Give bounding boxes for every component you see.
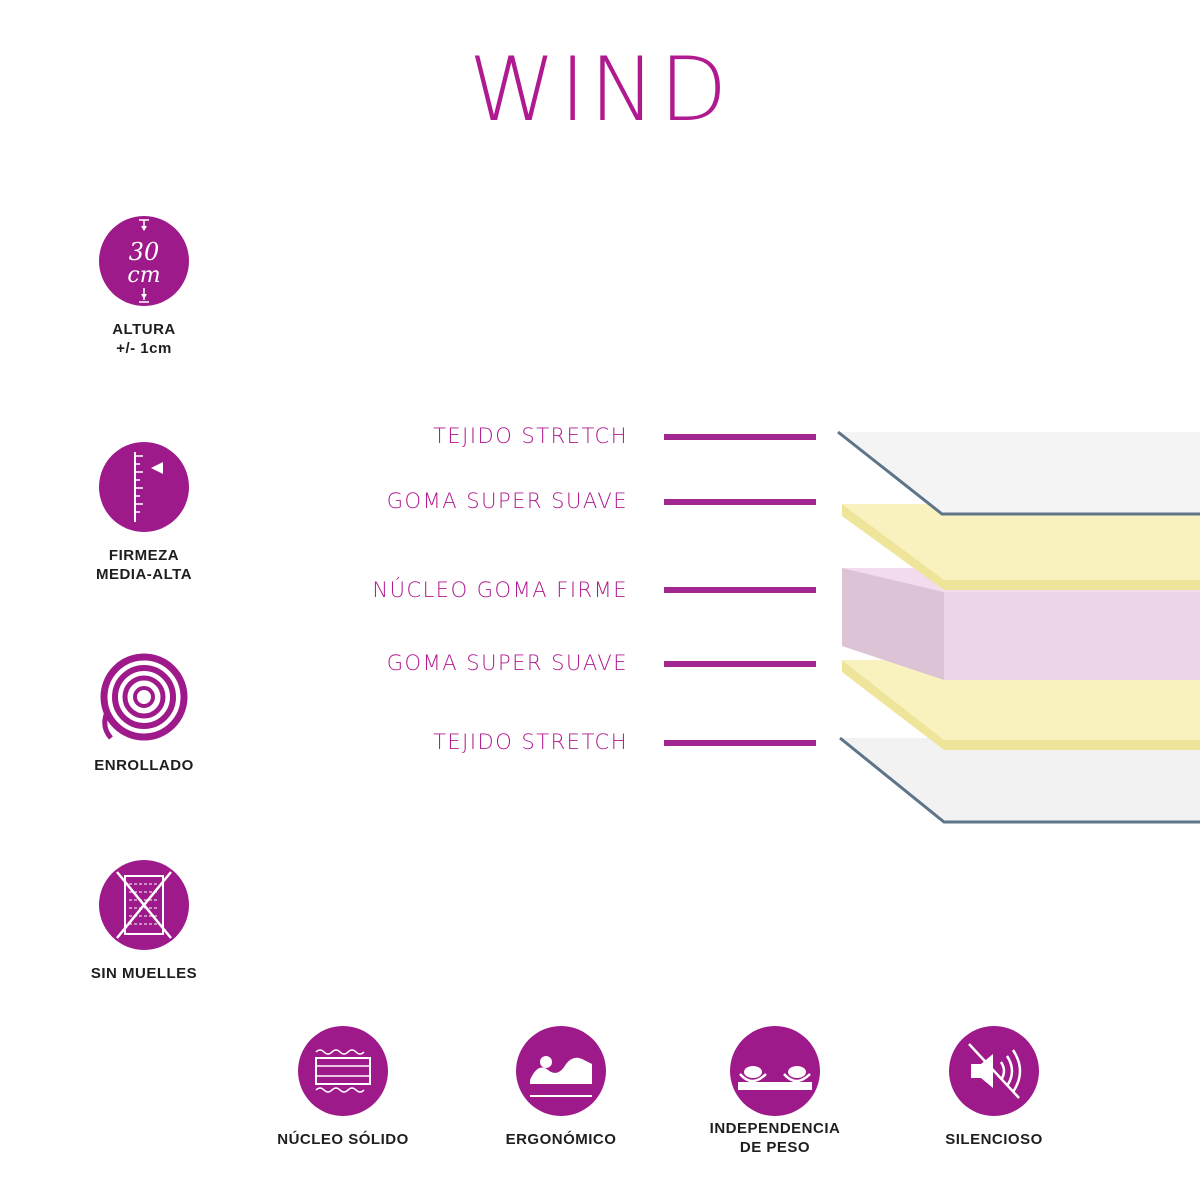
layer-label-stretch-top: TEJIDO STRETCH bbox=[433, 424, 628, 448]
layer-line-stretch-bottom bbox=[664, 740, 816, 746]
layer-soft-top-front bbox=[944, 580, 1200, 590]
layer-label-core: NÚCLEO GOMA FIRME bbox=[372, 578, 628, 602]
feature-solid-core: NÚCLEO SÓLIDO bbox=[233, 1026, 453, 1149]
layer-soft-top-face bbox=[842, 504, 1200, 580]
feature-solid-core-label: NÚCLEO SÓLIDO bbox=[277, 1131, 409, 1148]
silent-icon bbox=[949, 1026, 1039, 1116]
ergonomic-icon bbox=[516, 1026, 606, 1116]
feature-silent: SILENCIOSO bbox=[884, 1026, 1104, 1149]
layer-line-soft-top bbox=[664, 499, 816, 505]
rolled-spiral-icon bbox=[99, 652, 189, 742]
layer-label-stretch-bottom: TEJIDO STRETCH bbox=[433, 730, 628, 754]
feature-weight-independence: INDEPENDENCIA DE PESO bbox=[665, 1026, 885, 1157]
height-unit: cm bbox=[127, 263, 160, 288]
feature-firmness-label: FIRMEZA MEDIA-ALTA bbox=[95, 547, 193, 583]
feature-rolled-label: ENROLLADO bbox=[94, 757, 194, 774]
layer-soft-bottom-front bbox=[944, 740, 1200, 750]
layer-core-front bbox=[944, 592, 1200, 680]
feature-weight-independence-label: INDEPENDENCIA DE PESO bbox=[709, 1120, 841, 1156]
product-title: WIND bbox=[468, 38, 732, 141]
layer-line-soft-bottom bbox=[664, 661, 816, 667]
layer-core-side bbox=[842, 568, 944, 680]
height-30cm-icon: 30 cm bbox=[99, 216, 189, 306]
solid-core-icon bbox=[298, 1026, 388, 1116]
feature-ergonomic-label: ERGONÓMICO bbox=[505, 1131, 617, 1148]
layer-soft-top-side bbox=[842, 504, 944, 590]
layer-soft-top bbox=[842, 504, 1200, 590]
weight-independence-icon bbox=[730, 1026, 820, 1116]
feature-rolled: ENROLLADO bbox=[49, 652, 239, 775]
feature-silent-label: SILENCIOSO bbox=[945, 1131, 1043, 1148]
mattress-layers-illustration bbox=[837, 430, 1200, 824]
layer-line-core bbox=[664, 587, 816, 593]
layer-soft-bottom-side bbox=[842, 660, 944, 750]
height-value: 30 bbox=[129, 238, 160, 266]
firmness-scale-icon bbox=[99, 442, 189, 532]
feature-no-springs-label: SIN MUELLES bbox=[90, 965, 198, 982]
layer-stretch-bottom-face bbox=[840, 738, 1200, 822]
layer-stretch-top-face bbox=[838, 432, 1200, 514]
layer-stretch-top-edge bbox=[837, 430, 1200, 516]
layer-label-soft-bottom: GOMA SUPER SUAVE bbox=[386, 651, 628, 675]
layer-stretch-top bbox=[837, 430, 1200, 516]
feature-no-springs: SIN MUELLES bbox=[49, 860, 239, 983]
layer-label-soft-top: GOMA SUPER SUAVE bbox=[386, 489, 628, 513]
feature-height-label: ALTURA +/- 1cm bbox=[112, 321, 176, 357]
layer-stretch-bottom bbox=[839, 736, 1200, 824]
feature-ergonomic: ERGONÓMICO bbox=[451, 1026, 671, 1149]
layer-line-stretch-top bbox=[664, 434, 816, 440]
feature-height: 30 cm ALTURA +/- 1cm bbox=[49, 216, 239, 358]
feature-firmness: FIRMEZA MEDIA-ALTA bbox=[49, 442, 239, 584]
no-springs-icon bbox=[99, 860, 189, 950]
layer-stretch-bottom-edge bbox=[839, 736, 1200, 824]
